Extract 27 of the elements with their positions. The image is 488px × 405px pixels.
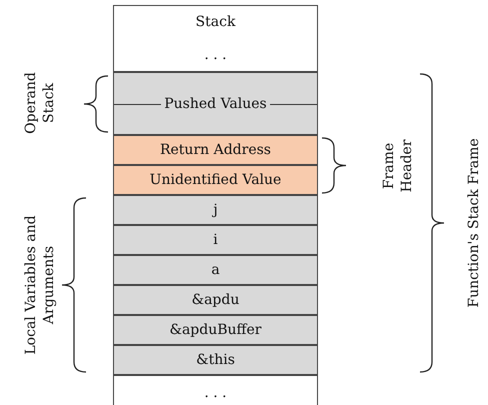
cell-text: j	[213, 202, 218, 218]
cell-text: &apdu	[192, 292, 240, 308]
cell-text: . . .	[204, 46, 227, 63]
cell-text: Stack	[196, 14, 236, 30]
cell-text: . . .	[204, 385, 227, 401]
stack-cell	[113, 72, 318, 135]
cell-text: i	[213, 232, 218, 248]
cell-text: &this	[196, 352, 235, 368]
stack-cell	[113, 135, 318, 165]
brace-label: Operand Stack	[22, 71, 58, 136]
stack-cell	[113, 285, 318, 315]
cell-text: Return Address	[160, 142, 271, 158]
cell-text: Unidentified Value	[150, 172, 282, 188]
stack-cell	[113, 345, 318, 375]
stack-cell	[113, 165, 318, 195]
brace-label: Frame Header	[380, 138, 416, 194]
stack-cell	[113, 195, 318, 225]
stack-cell	[113, 375, 318, 405]
brace-label: Local Variables and Arguments	[22, 214, 58, 357]
cell-text: a	[211, 262, 220, 278]
stack-cell	[113, 315, 318, 345]
brace-label: Function's Stack Frame	[465, 137, 483, 310]
stack-cell	[113, 5, 318, 72]
cell-text: Pushed Values	[161, 96, 270, 112]
cell-text: &apduBuffer	[170, 322, 262, 338]
stack-cell	[113, 225, 318, 255]
stack-cell	[113, 255, 318, 285]
